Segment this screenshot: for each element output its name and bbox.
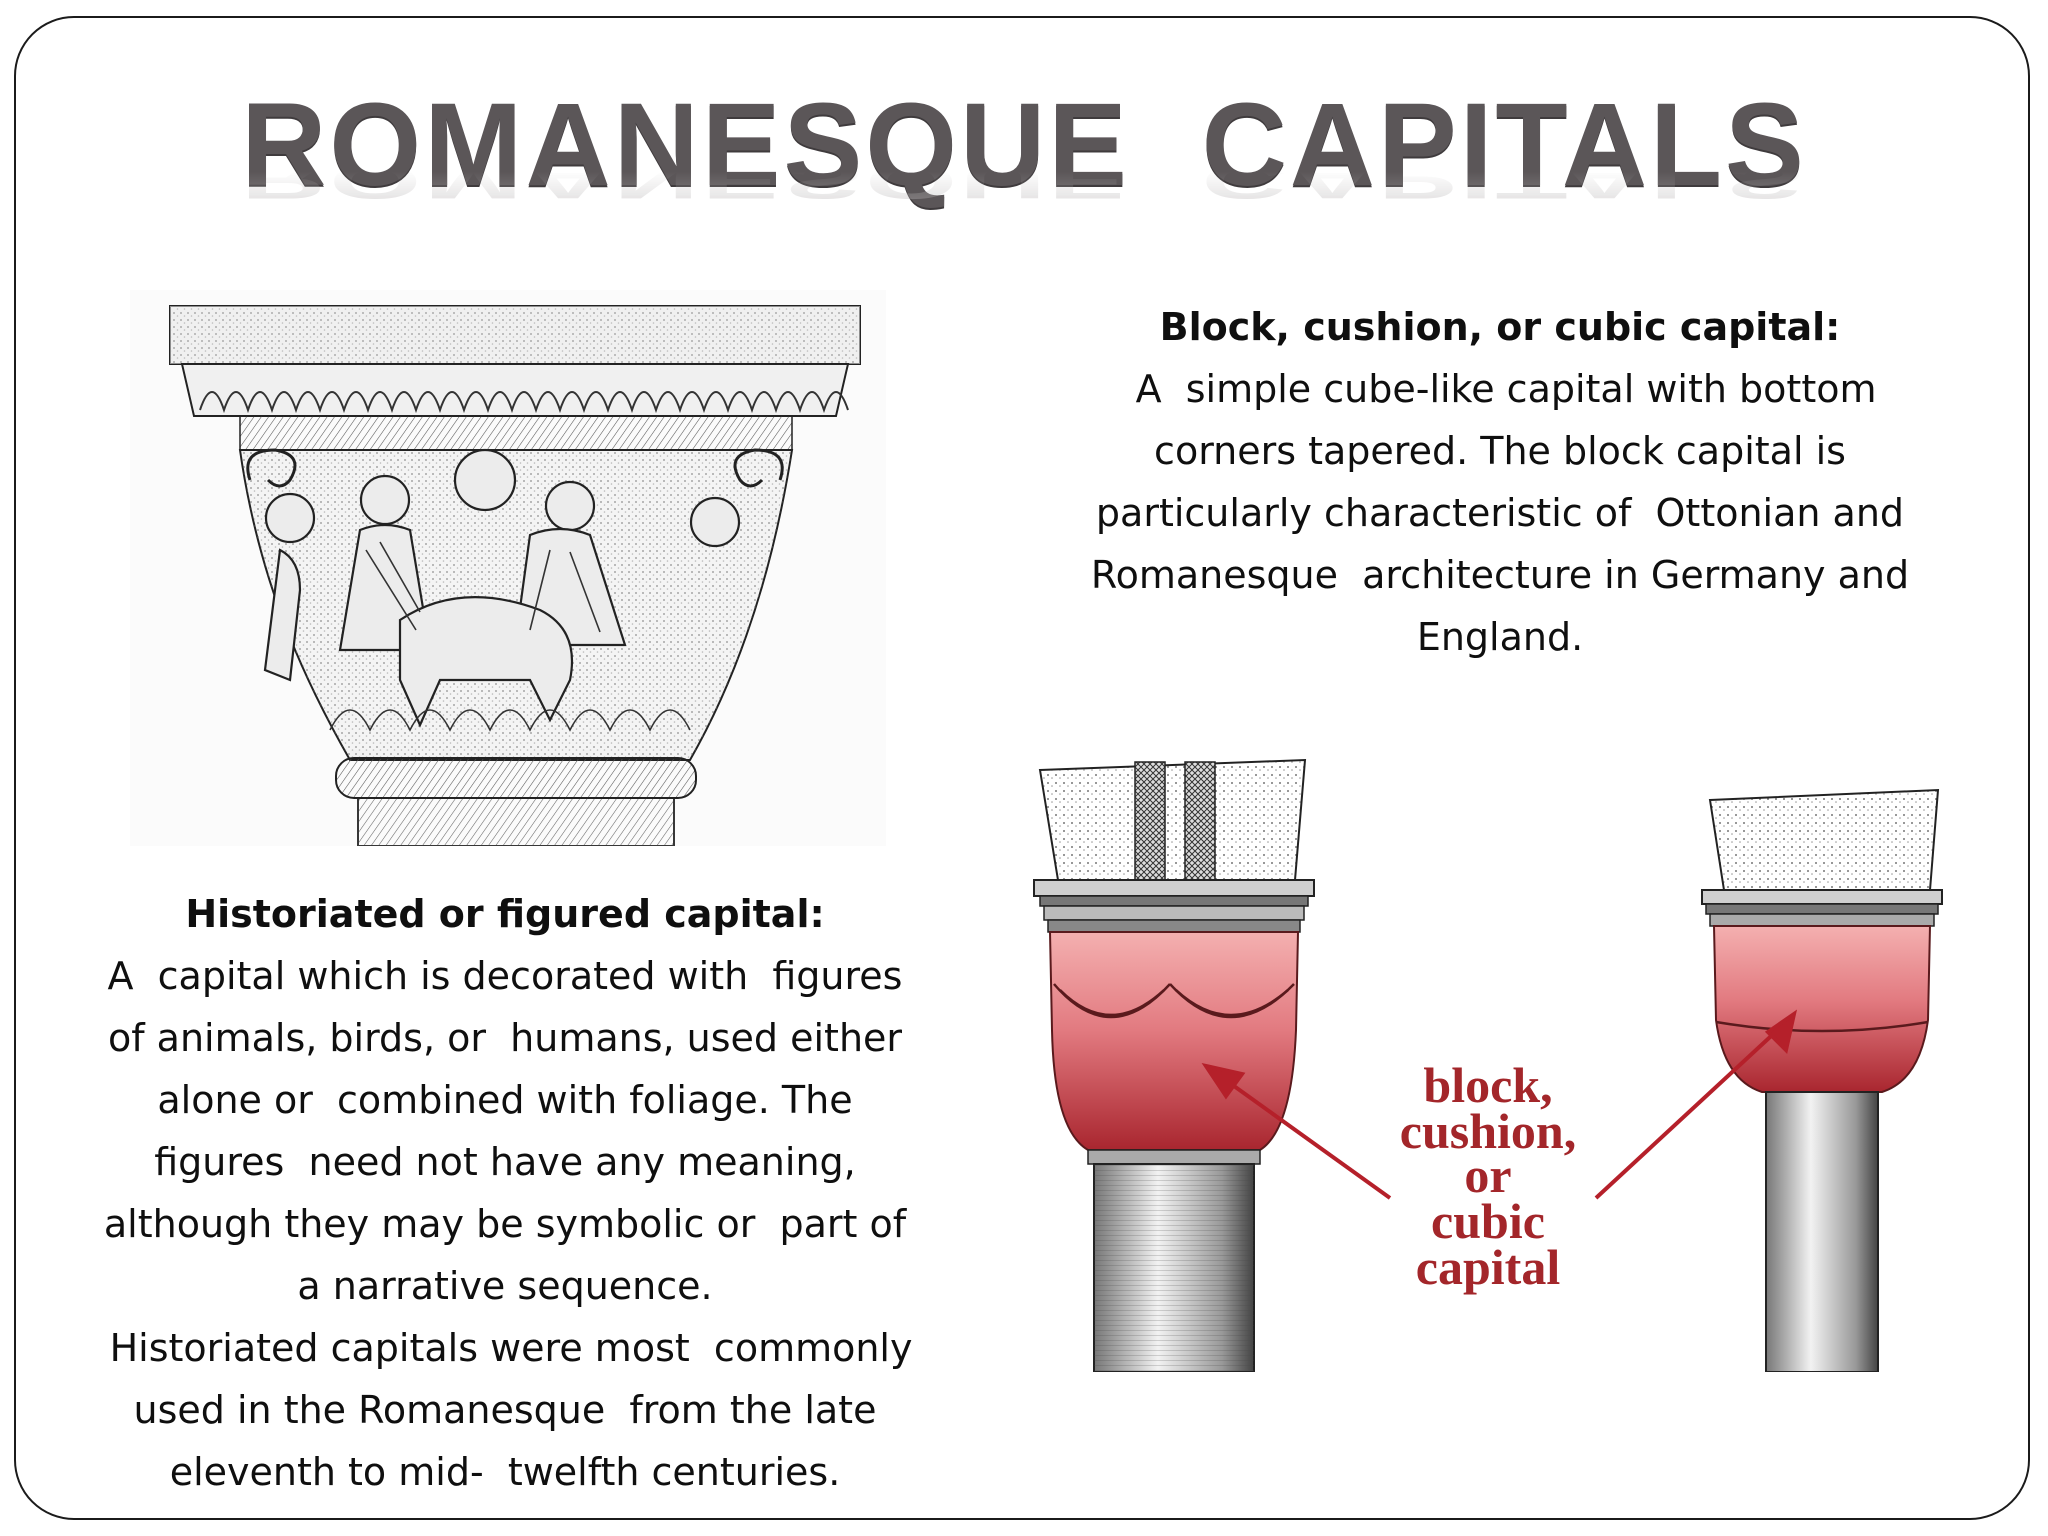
historiated-capital-description: Historiated or figured capital: A capita… [50, 883, 960, 1503]
cushion-annotation-line: cubic [1431, 1193, 1545, 1249]
historiated-capital-line: a narrative sequence. [297, 1264, 713, 1308]
block-capital-line: England. [1416, 615, 1584, 659]
historiated-capital-line: eleventh to mid- twelfth centuries. [169, 1450, 841, 1494]
historiated-capital-line: of animals, birds, or humans, used eithe… [107, 1016, 903, 1060]
block-capital-heading: Block, cushion, or cubic capital: [1159, 305, 1841, 349]
cushion-annotation-line: block, [1423, 1057, 1552, 1113]
historiated-capital-line: used in the Romanesque from the late [133, 1388, 877, 1432]
historiated-capital-line: Historiated capitals were most commonly [97, 1326, 913, 1370]
block-capital-line: particularly characteristic of Ottonian … [1095, 491, 1905, 535]
historiated-capital-line: figures need not have any meaning, [154, 1140, 856, 1184]
block-capital-line: corners tapered. The block capital is [1154, 429, 1846, 473]
block-capital-description: Block, cushion, or cubic capital: A simp… [1030, 296, 1970, 668]
historiated-capital-line: A capital which is decorated with figure… [107, 954, 903, 998]
cushion-annotation-line: capital [1416, 1239, 1561, 1295]
historiated-capital-heading: Historiated or figured capital: [185, 892, 825, 936]
historiated-capital-illustration [130, 290, 886, 846]
cushion-capital-illustration: block, cushion, or cubic capital [1030, 740, 1956, 1372]
cushion-annotation-line: cushion, [1400, 1103, 1576, 1159]
block-capital-line: Romanesque architecture in Germany and [1090, 553, 1910, 597]
slide-title: ROMANESQUE CAPITALS [241, 79, 1807, 211]
cushion-annotation-line: or [1464, 1147, 1511, 1203]
historiated-capital-line: although they may be symbolic or part of [103, 1202, 907, 1246]
historiated-capital-line: alone or combined with foliage. The [157, 1078, 853, 1122]
block-capital-line: A simple cube-like capital with bottom [1123, 367, 1877, 411]
slide-title-reflection: ROMANESQUE CAPITALS [241, 153, 1807, 209]
